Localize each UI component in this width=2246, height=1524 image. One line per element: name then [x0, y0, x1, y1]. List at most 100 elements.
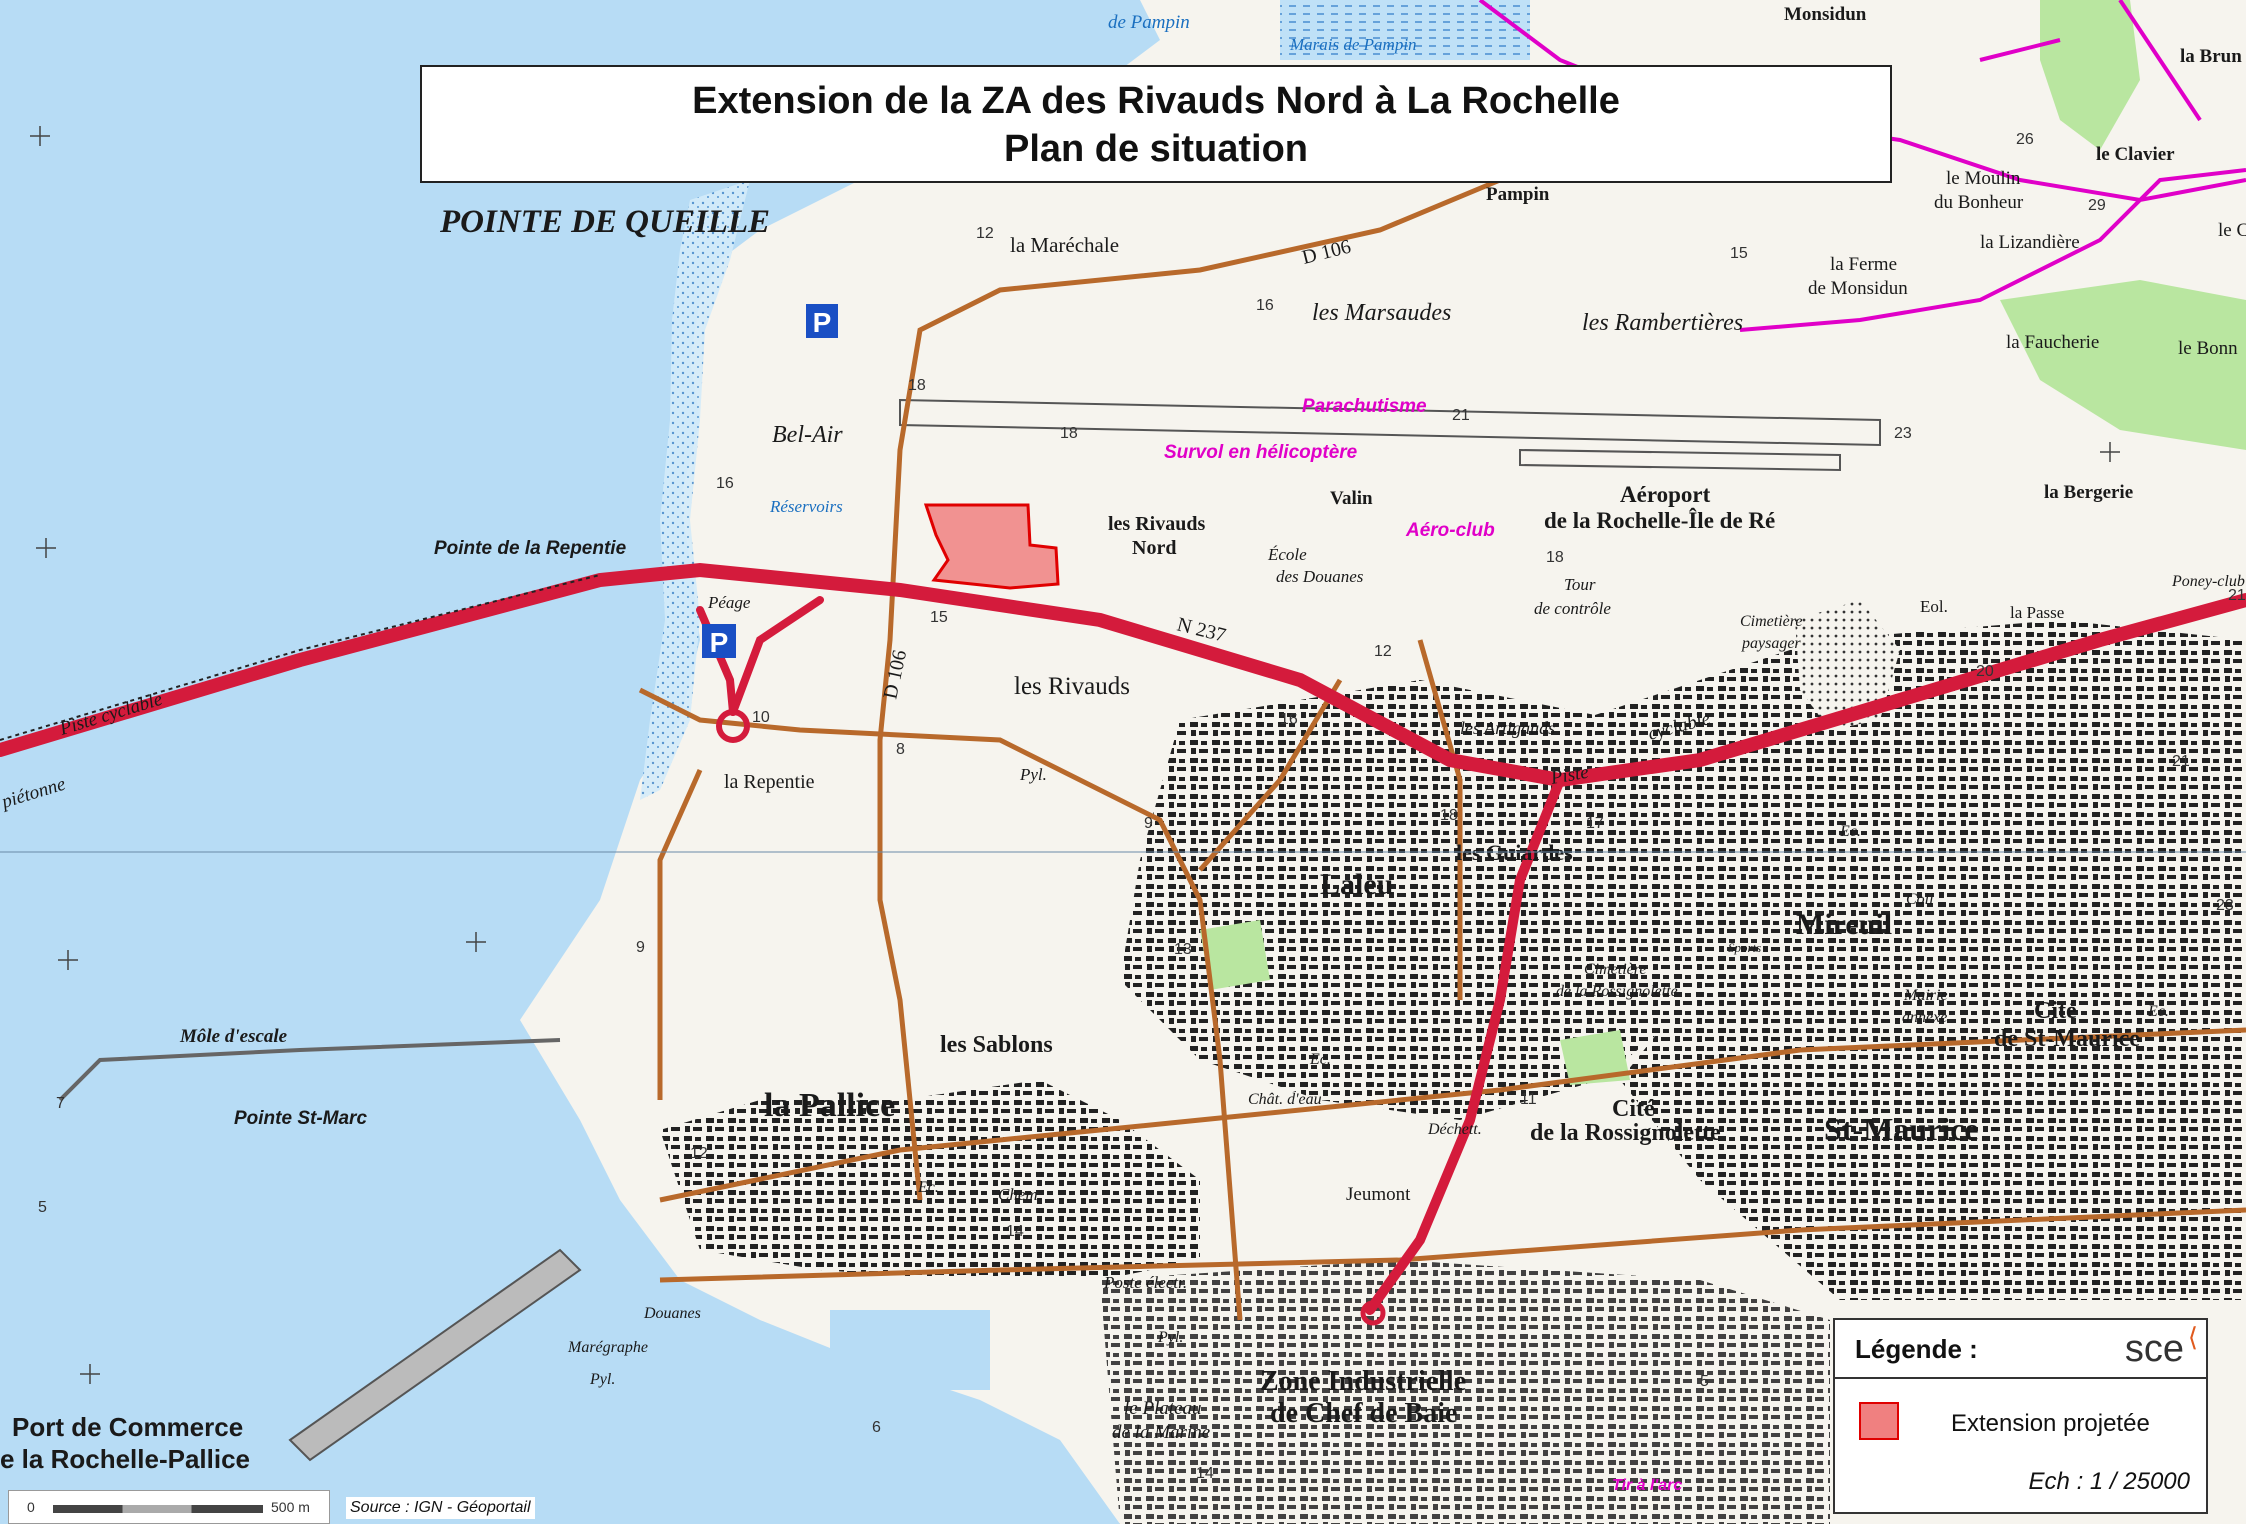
main-road-n237: [0, 562, 2246, 1326]
grid-crosses: [30, 126, 2120, 1384]
elevation-number: 5: [1700, 1373, 1709, 1390]
map-label: du Bonheur: [1934, 192, 2024, 213]
map-label: Pointe de la Repentie: [434, 538, 627, 559]
map-label: le Clavier: [2096, 144, 2175, 165]
svg-text:P: P: [710, 627, 729, 658]
elevation-number: 21: [2172, 753, 2190, 770]
map-label: Réservoirs: [769, 497, 843, 516]
map-label: Cimetière: [1584, 961, 1647, 978]
vegetation-ne: [2040, 0, 2140, 150]
map-label: Pointe St-Marc: [234, 1108, 367, 1129]
map-label: Marais de Pampin: [1289, 35, 1417, 54]
elevation-number: 13: [1174, 941, 1192, 958]
map-label: la Ferme: [1830, 254, 1897, 275]
map-label: annexe: [1902, 1009, 1947, 1026]
map-label: Bel-Air: [772, 422, 843, 448]
map-label: Zone Industrielle: [1260, 1366, 1466, 1397]
scale-bar-zero: 0: [27, 1499, 35, 1515]
scale-bar: 0 500 m: [8, 1490, 330, 1524]
map-label: Poste électr.: [1103, 1273, 1187, 1292]
map-label: Mireuil: [1796, 908, 1892, 941]
elevation-number: 12: [1374, 643, 1392, 660]
map-label: Ec.: [1309, 1051, 1331, 1068]
map-label: Péage: [707, 593, 751, 612]
map-label: Valin: [1330, 488, 1373, 509]
map-label: Poney-club: [2171, 573, 2245, 590]
map-label: e la Rochelle-Pallice: [0, 1444, 250, 1474]
elevation-number: 17: [1586, 815, 1604, 832]
map-label: de Chef de Baie: [1270, 1398, 1457, 1429]
elevation-number: 5: [38, 1199, 47, 1216]
map-label: les Rivauds: [1108, 513, 1205, 535]
map-label: de la Rossignolette: [1556, 983, 1678, 1000]
elevation-number: 9: [636, 939, 645, 956]
elevation-number: 9: [1144, 815, 1153, 832]
map-label: Eol.: [1920, 597, 1948, 616]
elevation-number: 16: [1280, 711, 1298, 728]
sce-logo-mark-icon: ⟨: [2187, 1322, 2198, 1352]
urban-pallice: [660, 1080, 1200, 1280]
map-label: Nord: [1132, 537, 1176, 559]
map-label: École: [1267, 545, 1307, 564]
map-label: Marégraphe: [567, 1339, 648, 1356]
map-label: Ec.: [917, 1179, 939, 1196]
map-label: de Monsidun: [1808, 278, 1908, 299]
elevation-number: 18: [1546, 549, 1564, 566]
elevation-number: 21: [1452, 407, 1470, 424]
map-label: les Sablons: [940, 1032, 1053, 1058]
map-label: Parachutisme: [1302, 396, 1427, 417]
elevation-number: 15: [1730, 245, 1748, 262]
legend-swatch: [1859, 1402, 1899, 1440]
map-label: Cité: [2034, 998, 2077, 1024]
map-label: les Rambertières: [1582, 310, 1743, 336]
map-label: des Douanes: [1276, 567, 1364, 586]
elevation-number: 11: [1520, 1091, 1537, 1108]
urban-st-maurice: [1580, 620, 2246, 1300]
map-label: le C: [2218, 220, 2246, 241]
elevation-number: 10: [752, 709, 770, 726]
extension-projetee-area[interactable]: [923, 503, 1060, 590]
map-label: St-Maurice: [1824, 1111, 1979, 1147]
scale-text: Ech : 1 / 25000: [2028, 1468, 2190, 1495]
elevation-number: 18: [1060, 425, 1078, 442]
map-label: Pyl.: [1157, 1329, 1183, 1346]
map-label: la Lizandière: [1980, 232, 2080, 253]
map-label: Tour: [1564, 575, 1596, 594]
marsh-area: [1280, 0, 1530, 60]
shore-strip: [640, 180, 750, 800]
map-label: Port de Commerce: [12, 1412, 243, 1442]
map-label: Sports: [1728, 940, 1761, 955]
legend-box: Légende : sce ⟨ Extension projetée Ech :…: [1833, 1318, 2208, 1514]
elevation-number: 8: [896, 741, 905, 758]
vegetation-east: [2000, 280, 2246, 450]
urban-zi: [1100, 1260, 1830, 1524]
map-label: Ec.: [1839, 823, 1861, 840]
vegetation-misc: [1200, 920, 1630, 1085]
map-label: Aéroport: [1620, 482, 1711, 507]
scale-bar-graphic: [53, 1505, 263, 1513]
elevation-number: 23: [1894, 425, 1912, 442]
elevation-number: 20: [1976, 663, 1994, 680]
port-basin: [830, 1310, 990, 1390]
legend-heading: Légende :: [1855, 1334, 1978, 1364]
map-label: Déchett.: [1427, 1121, 1482, 1138]
map-label: le Plateau: [1124, 1398, 1202, 1419]
map-label: de la Rochelle-Île de Ré: [1544, 507, 1775, 533]
map-label: le Bonn: [2178, 338, 2238, 359]
cimetiere-paysager: [1795, 600, 1900, 730]
map-label: la Passe: [2010, 603, 2064, 622]
map-label: les Rivauds: [1014, 673, 1130, 700]
map-label: Survol en hélicoptère: [1164, 442, 1358, 463]
elevation-number: 21: [2228, 587, 2246, 604]
map-label: Mairie: [1903, 987, 1948, 1004]
elevation-number: 16: [716, 475, 734, 492]
legend-item-label: Extension projetée: [1951, 1410, 2150, 1437]
sea-area: [0, 0, 1160, 1524]
svg-text:P: P: [813, 307, 832, 338]
map-label: Chem.: [998, 1185, 1042, 1204]
map-label: POINTE DE QUEILLE: [439, 204, 770, 240]
map-label: paysager: [1741, 635, 1801, 652]
piste-cyclable: [0, 574, 601, 741]
